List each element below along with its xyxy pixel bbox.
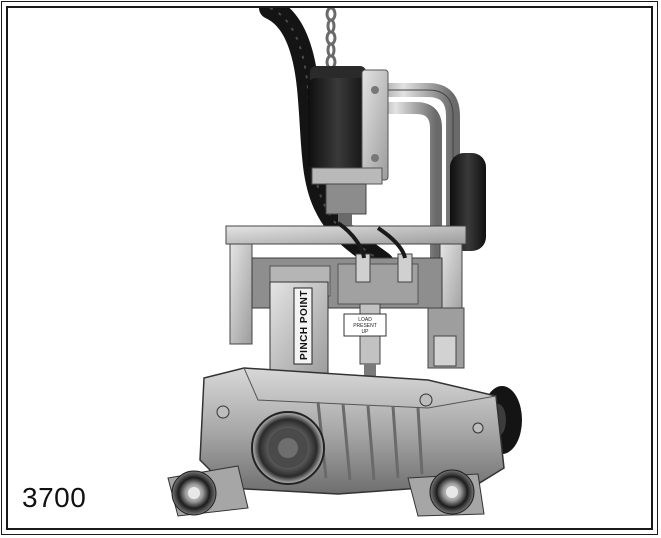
pinch-point-plate: PINCH POINT [269, 281, 329, 375]
sticker-line-3: UP [362, 329, 370, 335]
pinch-point-label: PINCH POINT [299, 290, 310, 360]
pneumatic-cylinder [308, 66, 389, 230]
mounting-bushings [167, 465, 485, 517]
hanging-chain [325, 8, 337, 70]
figure-frame: PINCH POINT LOAD PRESENT UP [6, 6, 653, 530]
sticker-line-2: PRESENT [353, 323, 377, 329]
differential-housing [199, 367, 505, 495]
sticker-line-1: LOAD [358, 317, 372, 323]
lift-assist-photo: PINCH POINT LOAD PRESENT UP [167, 8, 522, 517]
figure-number: 3700 [22, 482, 87, 513]
handle-tubes [356, 83, 460, 325]
